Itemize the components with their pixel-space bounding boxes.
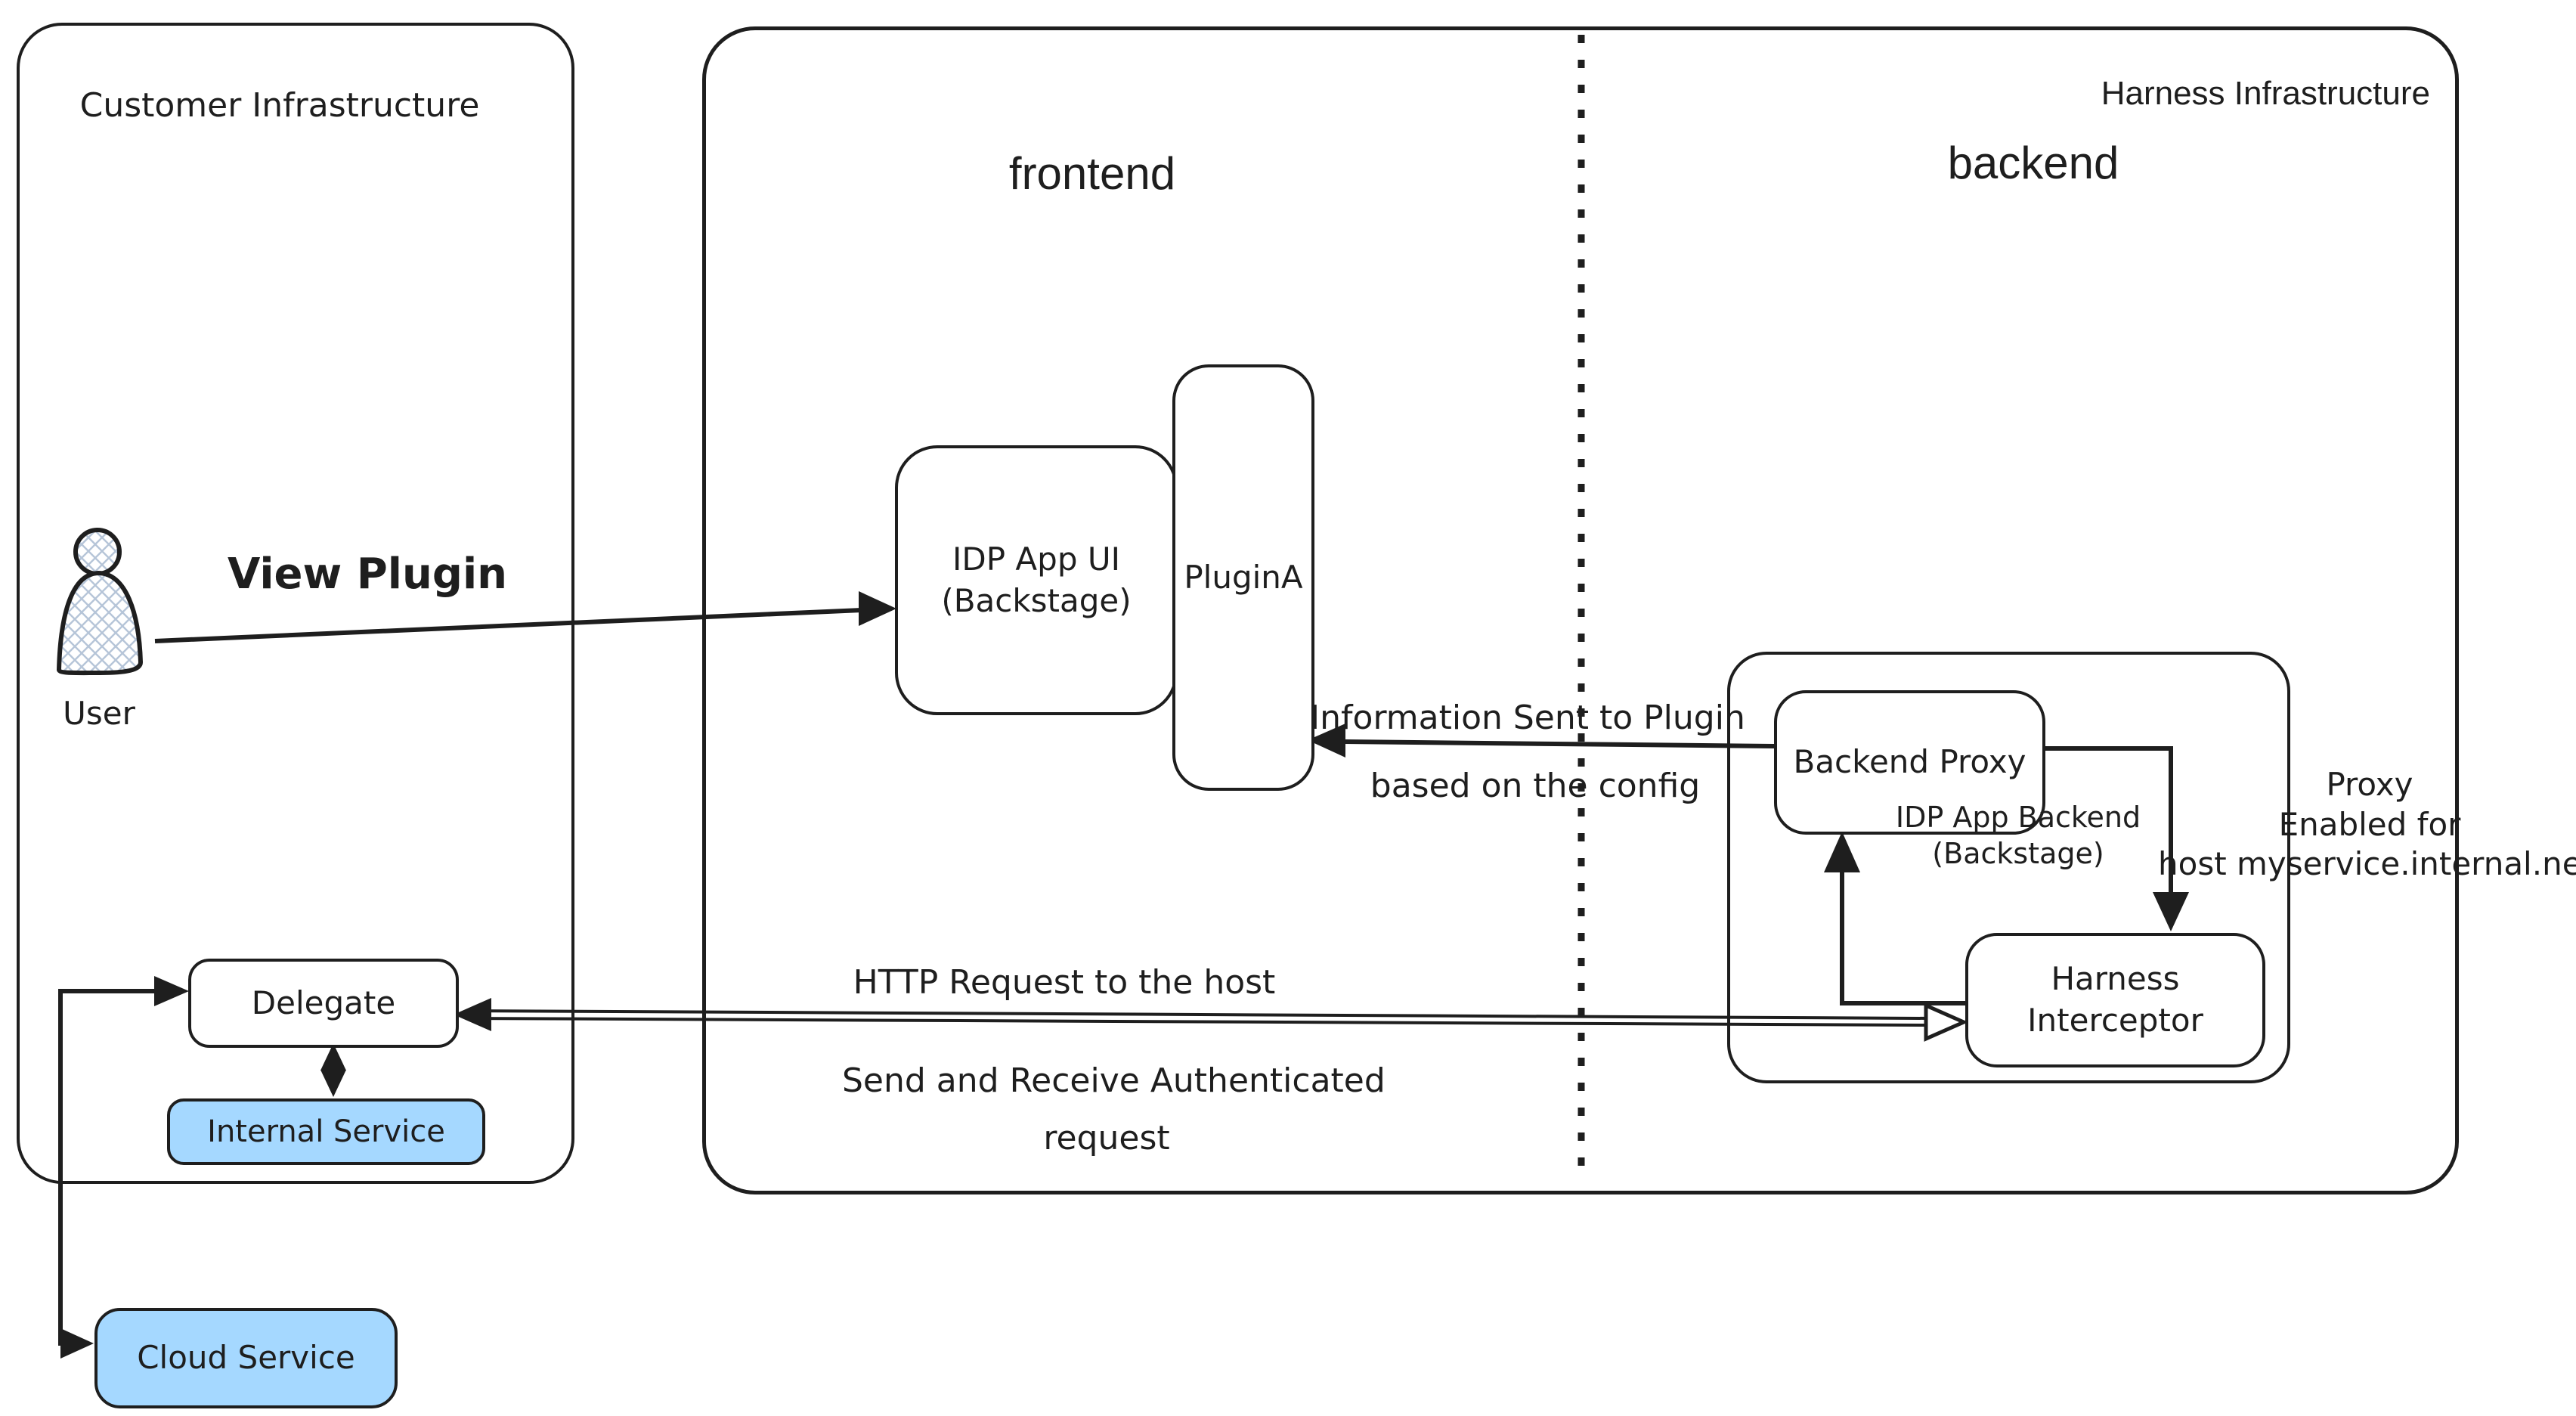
harness-infrastructure-box <box>702 26 2459 1194</box>
info-sent-label-line1: Information Sent to Plugin <box>1310 699 1745 737</box>
plugin-a-box: PluginA <box>1172 364 1314 791</box>
idp-app-backend-label: IDP App Backend (Backstage) <box>1895 801 2141 870</box>
info-sent-label-line2: based on the config <box>1370 767 1701 805</box>
delegate-cloud-arrow <box>58 976 189 1359</box>
harness-interceptor-label: Harness Interceptor <box>2027 960 2203 1039</box>
http-request-label-line2: Send and Receive Authenticated <box>842 1061 1386 1100</box>
backend-proxy-box: Backend Proxy <box>1774 690 2045 835</box>
harness-interceptor-box: Harness Interceptor <box>1965 933 2265 1067</box>
http-request-label-line3: request <box>1043 1119 1170 1157</box>
delegate-internal-arrow <box>320 1043 346 1097</box>
user-icon <box>56 528 144 676</box>
proxy-to-interceptor-arrow <box>2039 746 2189 931</box>
frontend-label: frontend <box>1008 148 1176 199</box>
idp-app-ui-box: IDP App UI (Backstage) <box>895 445 1178 715</box>
view-plugin-label: View Plugin <box>227 550 507 599</box>
idp-app-backend-container <box>1727 652 2290 1083</box>
delegate-box: Delegate <box>188 959 459 1048</box>
info-sent-arrow <box>1308 723 1775 758</box>
harness-infrastructure-title: Harness Infrastructure <box>2101 75 2430 112</box>
backend-label: backend <box>1947 138 2119 188</box>
backend-proxy-label: Backend Proxy <box>1793 743 2026 781</box>
proxy-note: Proxy Enabled for host myservice.interna… <box>2158 766 2576 882</box>
cloud-service-box: Cloud Service <box>94 1308 398 1408</box>
internal-service-label: Internal Service <box>207 1114 445 1149</box>
internal-service-box: Internal Service <box>167 1098 485 1165</box>
view-plugin-arrow <box>154 591 896 643</box>
customer-infrastructure-box <box>17 23 574 1184</box>
customer-infrastructure-title: Customer Infrastructure <box>79 86 480 125</box>
cloud-service-label: Cloud Service <box>137 1339 355 1377</box>
idp-app-ui-label: IDP App UI (Backstage) <box>941 540 1132 619</box>
delegate-interceptor-arrow <box>454 998 1969 1042</box>
http-request-label-line1: HTTP Request to the host <box>853 963 1276 1002</box>
delegate-label: Delegate <box>251 984 396 1021</box>
user-label: User <box>63 695 135 732</box>
plugin-a-label: PluginA <box>1184 558 1303 596</box>
